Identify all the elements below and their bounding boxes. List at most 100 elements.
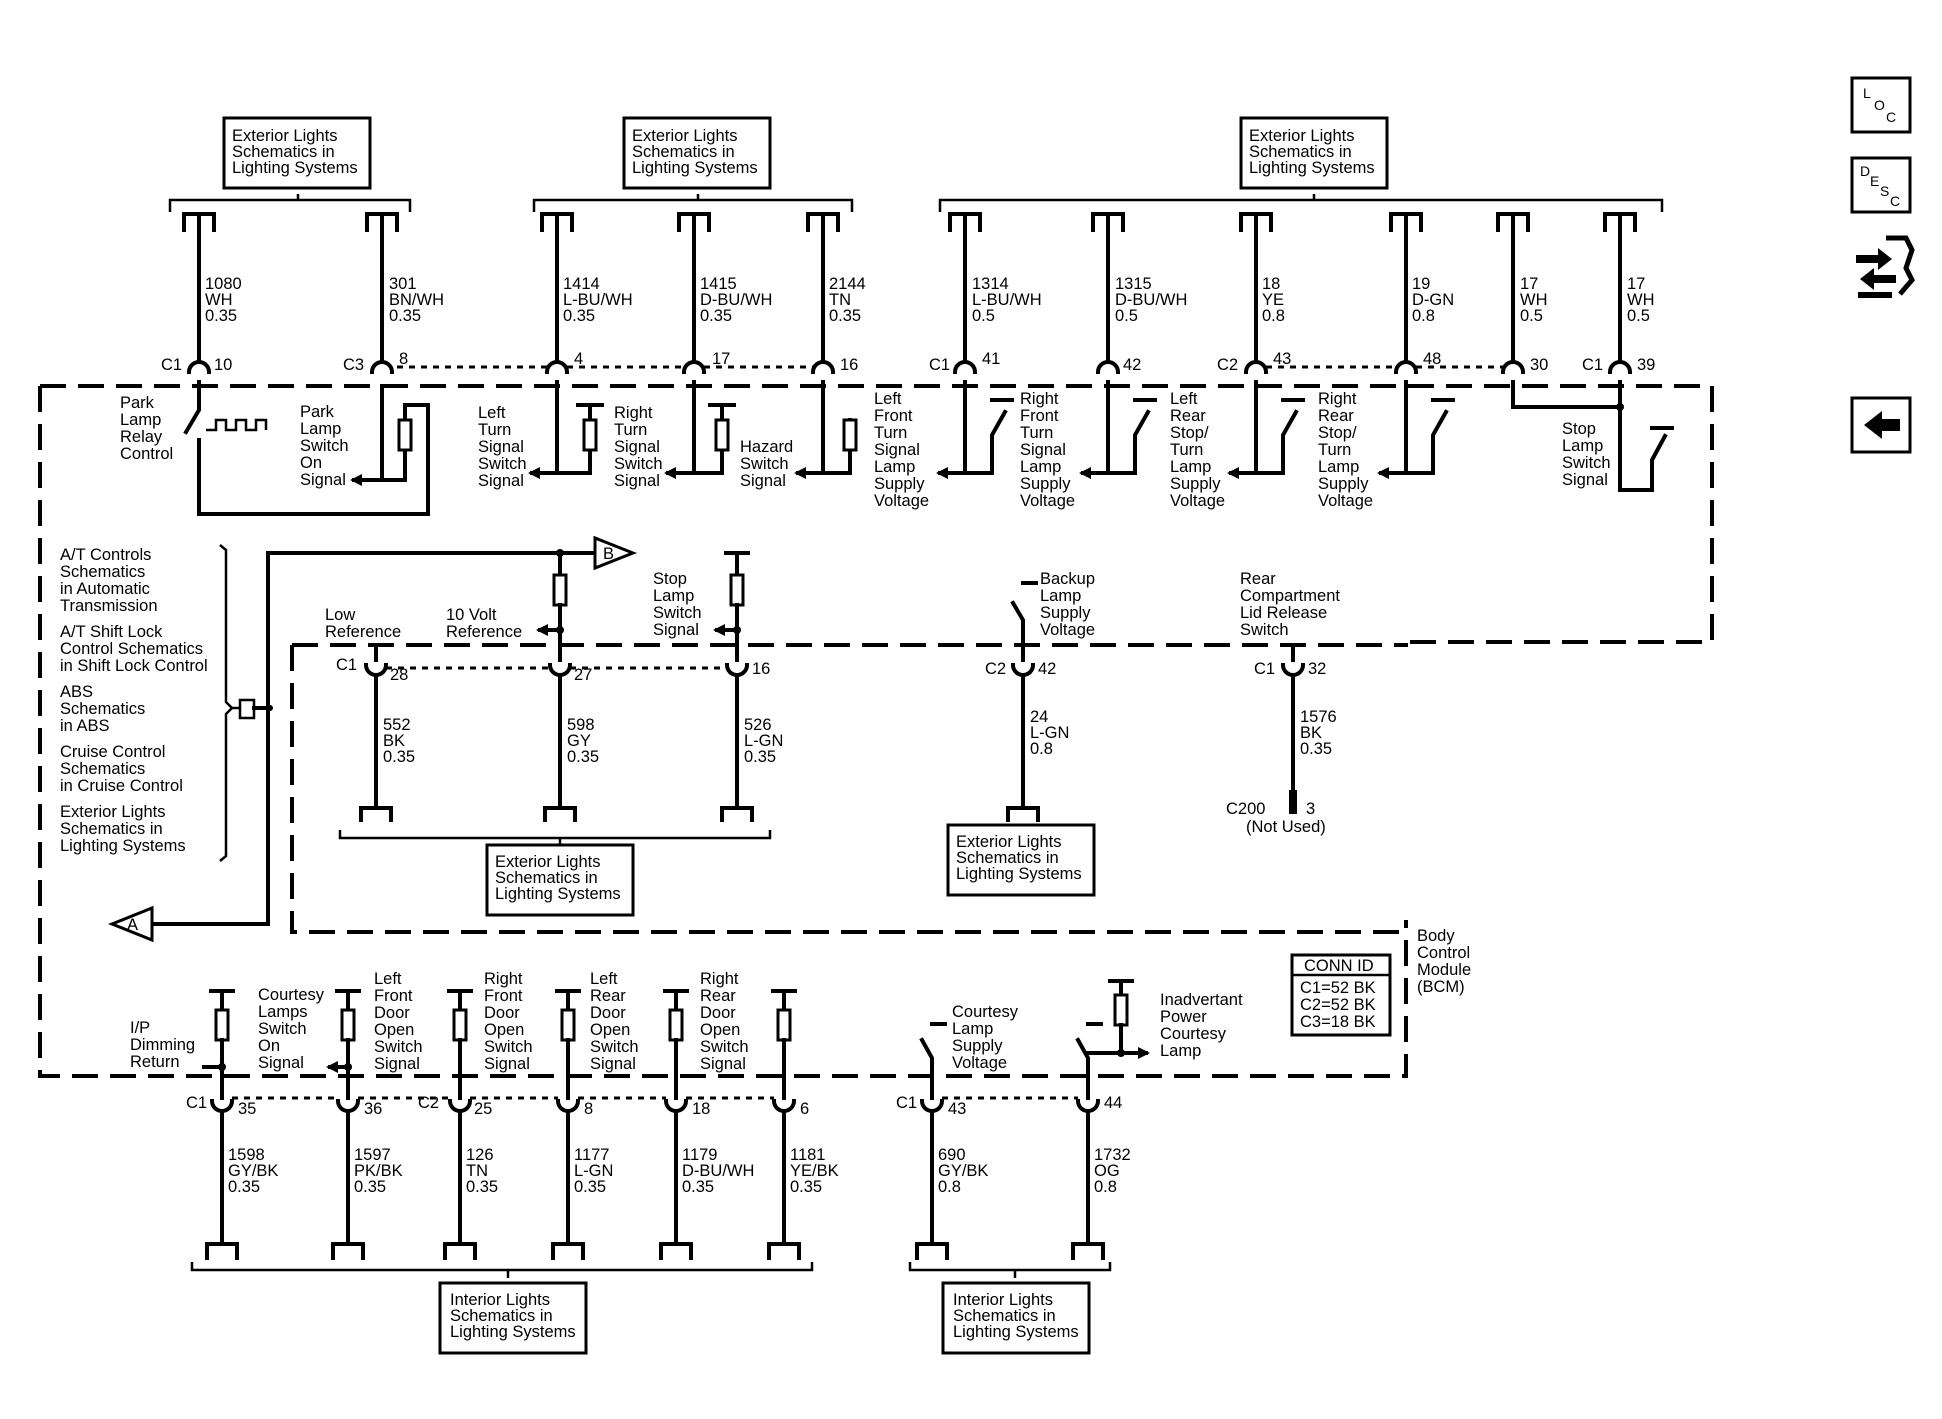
left-ref-list[interactable]: A/T Controls Schematics in Automatic Tra… bbox=[60, 544, 273, 862]
svg-text:Signal: Signal bbox=[874, 441, 920, 459]
ref-box-top-3[interactable]: Exterior Lights Schematics in Lighting S… bbox=[1239, 116, 1389, 190]
svg-text:1576: 1576 bbox=[1300, 708, 1337, 726]
back-arrow-button[interactable] bbox=[1850, 396, 1912, 454]
ref-box-top-2[interactable]: Exterior Lights Schematics in Lighting S… bbox=[622, 116, 772, 190]
svg-text:Lighting Systems: Lighting Systems bbox=[495, 885, 621, 903]
svg-text:Interior Lights: Interior Lights bbox=[450, 1291, 550, 1309]
svg-text:690: 690 bbox=[938, 1146, 966, 1164]
svg-text:16: 16 bbox=[752, 660, 770, 678]
svg-text:Signal: Signal bbox=[484, 1055, 530, 1073]
svg-text:OG: OG bbox=[1094, 1162, 1120, 1180]
svg-text:1598: 1598 bbox=[228, 1146, 265, 1164]
svg-text:YE/BK: YE/BK bbox=[790, 1162, 839, 1180]
middle-inputs: Backup Lamp Supply Voltage Low Reference… bbox=[325, 549, 1340, 662]
svg-text:48: 48 bbox=[1423, 350, 1441, 368]
svg-text:L: L bbox=[1863, 85, 1871, 101]
svg-text:0.5: 0.5 bbox=[1627, 307, 1650, 325]
svg-text:GY: GY bbox=[567, 732, 591, 750]
svg-text:Right: Right bbox=[484, 970, 523, 988]
svg-text:C2: C2 bbox=[1217, 356, 1238, 374]
svg-text:GY/BK: GY/BK bbox=[228, 1162, 278, 1180]
svg-text:Courtesy: Courtesy bbox=[1160, 1025, 1227, 1043]
ref-box-top-1[interactable]: Exterior Lights Schematics in Lighting S… bbox=[222, 116, 372, 190]
svg-text:0.35: 0.35 bbox=[682, 1178, 714, 1196]
svg-text:C2: C2 bbox=[418, 1094, 439, 1112]
repair-procedure-icon[interactable] bbox=[1856, 235, 1915, 298]
svg-text:Supply: Supply bbox=[952, 1037, 1003, 1055]
svg-text:1597: 1597 bbox=[354, 1146, 391, 1164]
svg-text:32: 32 bbox=[1308, 660, 1326, 678]
ref-box-bottom-1[interactable]: Interior Lights Schematics in Lighting S… bbox=[438, 1281, 588, 1355]
svg-text:Schematics in: Schematics in bbox=[953, 1307, 1056, 1325]
svg-text:Switch: Switch bbox=[653, 604, 702, 622]
svg-text:Switch: Switch bbox=[258, 1020, 307, 1038]
svg-text:Switch: Switch bbox=[300, 437, 349, 455]
svg-text:Front: Front bbox=[484, 987, 523, 1005]
bcm-label: Body Control Module (BCM) bbox=[1417, 927, 1471, 996]
svg-text:L-BU/WH: L-BU/WH bbox=[972, 291, 1042, 309]
desc-button[interactable]: D E S C bbox=[1850, 156, 1912, 214]
svg-text:C2: C2 bbox=[985, 660, 1006, 678]
svg-text:PK/BK: PK/BK bbox=[354, 1162, 403, 1180]
svg-text:8: 8 bbox=[399, 350, 408, 368]
svg-text:Switch: Switch bbox=[478, 455, 527, 473]
svg-text:D-BU/WH: D-BU/WH bbox=[1115, 291, 1187, 309]
stop-lamp-switch: Stop Lamp Switch Signal bbox=[1511, 380, 1674, 492]
svg-text:Switch: Switch bbox=[590, 1038, 639, 1056]
svg-text:30: 30 bbox=[1530, 356, 1548, 374]
svg-text:Signal: Signal bbox=[614, 438, 660, 456]
svg-text:1181: 1181 bbox=[790, 1146, 825, 1164]
svg-text:17: 17 bbox=[712, 350, 730, 368]
svg-text:Courtesy: Courtesy bbox=[258, 986, 325, 1004]
svg-text:A/T Shift Lock: A/T Shift Lock bbox=[60, 623, 163, 641]
svg-text:Return: Return bbox=[130, 1053, 180, 1071]
svg-text:Body: Body bbox=[1417, 927, 1455, 945]
svg-text:Switch: Switch bbox=[1240, 621, 1289, 639]
svg-text:Lamp: Lamp bbox=[1562, 437, 1603, 455]
svg-text:Voltage: Voltage bbox=[952, 1054, 1007, 1072]
svg-text:in Cruise Control: in Cruise Control bbox=[60, 777, 183, 795]
svg-text:in Shift Lock Control: in Shift Lock Control bbox=[60, 657, 208, 675]
ref-box-middle-2[interactable]: Exterior Lights Schematics in Lighting S… bbox=[946, 823, 1096, 897]
svg-text:Courtesy: Courtesy bbox=[952, 1003, 1019, 1021]
svg-text:0.35: 0.35 bbox=[567, 748, 599, 766]
svg-text:27: 27 bbox=[574, 666, 592, 684]
svg-text:L-GN: L-GN bbox=[1030, 724, 1069, 742]
svg-text:43: 43 bbox=[948, 1100, 966, 1118]
svg-text:A: A bbox=[127, 916, 138, 934]
svg-text:D-BU/WH: D-BU/WH bbox=[700, 291, 772, 309]
svg-text:0.35: 0.35 bbox=[1300, 740, 1332, 758]
svg-text:in Automatic: in Automatic bbox=[60, 580, 150, 598]
svg-text:19: 19 bbox=[1412, 275, 1430, 293]
svg-text:Supply: Supply bbox=[1040, 604, 1091, 622]
ref-box-bottom-2[interactable]: Interior Lights Schematics in Lighting S… bbox=[941, 1281, 1091, 1355]
svg-text:0.35: 0.35 bbox=[563, 307, 595, 325]
ref-box-middle-1[interactable]: Exterior Lights Schematics in Lighting S… bbox=[485, 843, 635, 917]
svg-text:2144: 2144 bbox=[829, 275, 866, 293]
svg-text:WH: WH bbox=[1627, 291, 1655, 309]
offpage-connectors[interactable]: B A bbox=[107, 535, 638, 943]
svg-text:Stop: Stop bbox=[1562, 420, 1596, 438]
svg-text:Left: Left bbox=[478, 404, 506, 422]
svg-text:E: E bbox=[1870, 173, 1879, 189]
svg-text:Lamp: Lamp bbox=[1170, 458, 1211, 476]
svg-text:Turn: Turn bbox=[478, 421, 511, 439]
svg-text:0.8: 0.8 bbox=[1262, 307, 1285, 325]
svg-text:43: 43 bbox=[1273, 350, 1291, 368]
svg-text:Signal: Signal bbox=[478, 438, 524, 456]
svg-text:Lighting Systems: Lighting Systems bbox=[956, 865, 1082, 883]
svg-text:Dimming: Dimming bbox=[130, 1036, 195, 1054]
svg-text:Left: Left bbox=[1170, 390, 1198, 408]
svg-text:Schematics in: Schematics in bbox=[495, 869, 598, 887]
turn-hazard-switch-inputs: Left Turn Signal Switch Signal Right Tur… bbox=[478, 380, 858, 490]
svg-text:Schematics: Schematics bbox=[60, 760, 145, 778]
svg-text:0.5: 0.5 bbox=[972, 307, 995, 325]
svg-text:YE: YE bbox=[1262, 291, 1284, 309]
svg-text:Schematics: Schematics bbox=[60, 700, 145, 718]
svg-text:Left: Left bbox=[374, 970, 402, 988]
svg-text:Interior Lights: Interior Lights bbox=[953, 1291, 1053, 1309]
loc-button[interactable]: L O C bbox=[1850, 76, 1912, 134]
